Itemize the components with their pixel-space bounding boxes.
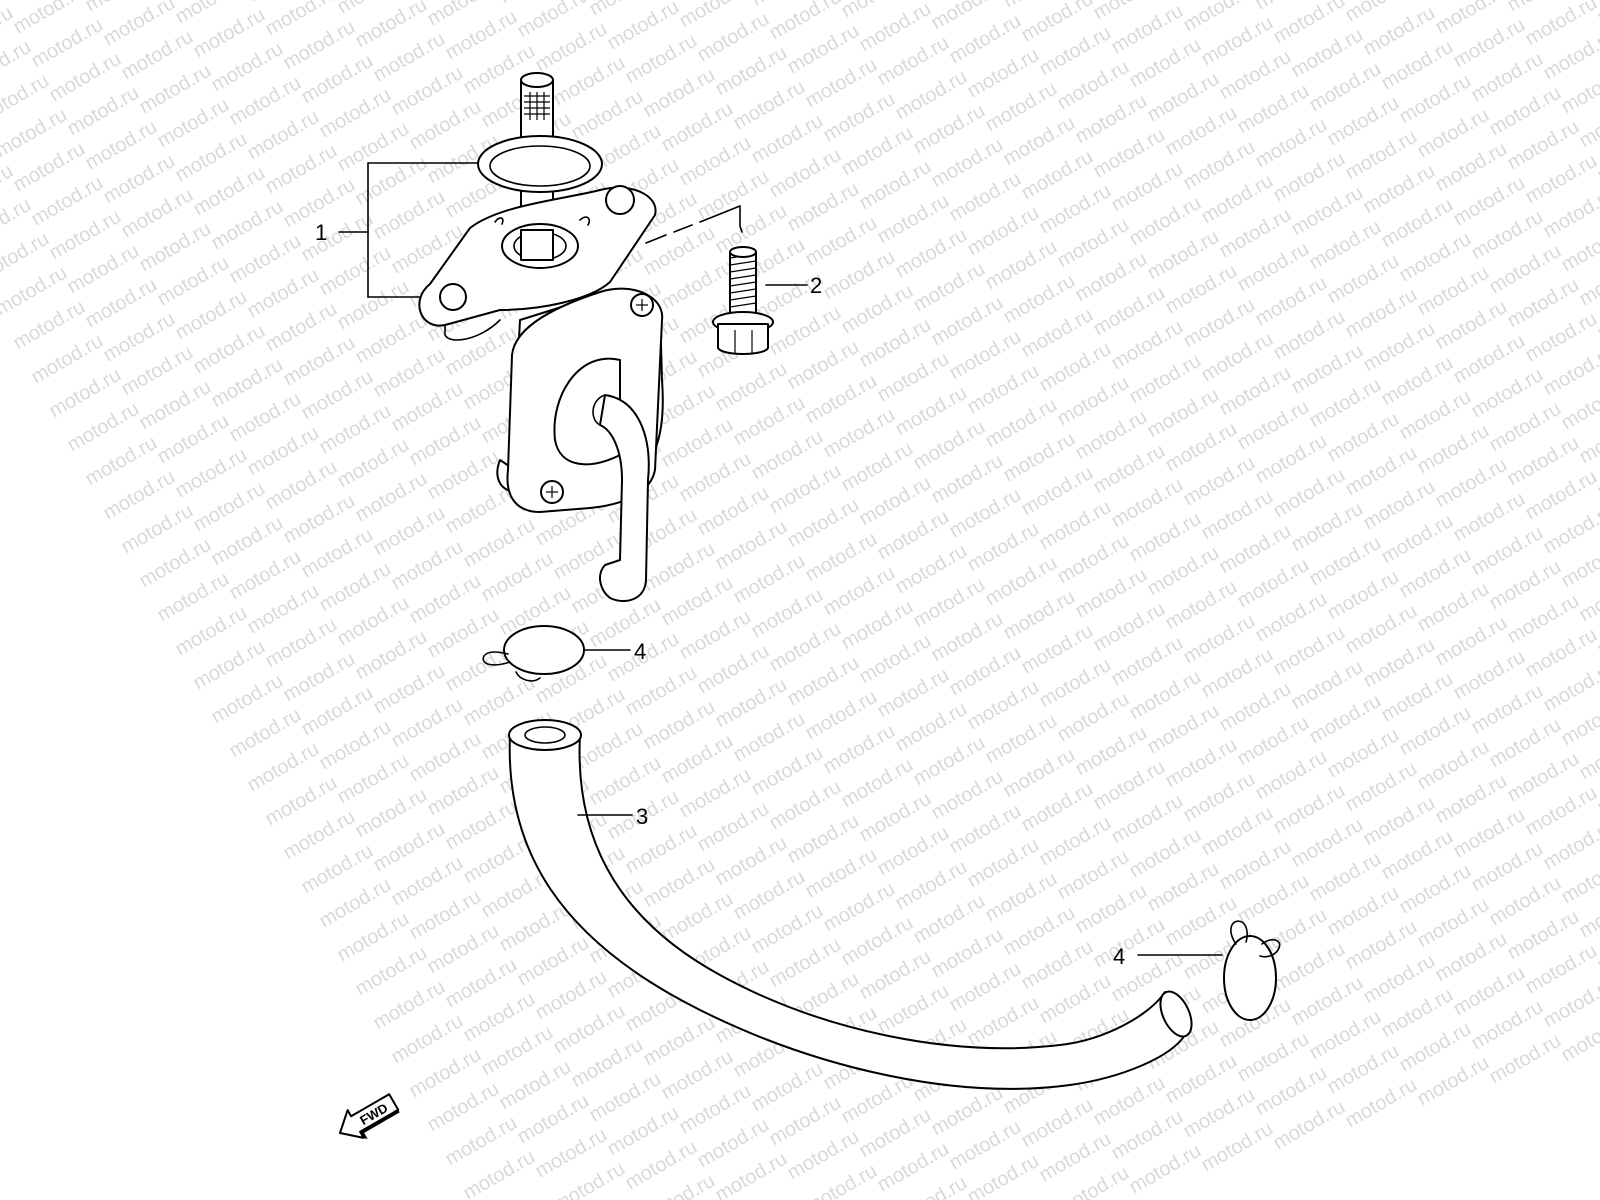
strainer-tube-base bbox=[520, 229, 554, 261]
valve-lever bbox=[598, 394, 650, 602]
fwd-arrow-icon bbox=[339, 1093, 400, 1139]
callout-2-number: 2 bbox=[810, 273, 822, 298]
hose-end-top bbox=[508, 719, 582, 751]
callout-1-bracket bbox=[338, 162, 479, 298]
flange-edge bbox=[444, 319, 501, 341]
callout-4a-number: 4 bbox=[634, 639, 646, 664]
bolt-head bbox=[717, 323, 769, 355]
callout-1-number: 1 bbox=[315, 220, 327, 245]
flange-bolt-hole-right bbox=[605, 185, 635, 215]
flange-clip-right bbox=[579, 216, 591, 226]
fuel-hose bbox=[508, 719, 1193, 1090]
callout-4b-number: 4 bbox=[1113, 944, 1125, 969]
fwd-direction-indicator: FWD bbox=[339, 1093, 400, 1139]
bolt-assembly-line bbox=[645, 205, 743, 244]
flange-clip-left bbox=[494, 217, 504, 225]
fuel-cock-assembly bbox=[418, 72, 664, 602]
fwd-arrow-shadow bbox=[344, 1109, 400, 1139]
strainer-tube-top bbox=[520, 72, 554, 88]
flange-bolt-hole-left bbox=[439, 283, 467, 311]
watermark-text: motod.ru bbox=[1594, 0, 1600, 28]
bolt-tip bbox=[729, 246, 757, 258]
hose-end-bottom bbox=[1159, 990, 1193, 1038]
hose-clip-lower bbox=[1223, 920, 1281, 1021]
o-ring bbox=[477, 135, 603, 193]
callout-3-number: 3 bbox=[636, 804, 648, 829]
valve-recess bbox=[553, 357, 621, 466]
hose-end-top-bore bbox=[524, 726, 566, 744]
lever-pivot bbox=[592, 394, 606, 426]
hose-clip-upper bbox=[482, 625, 585, 682]
o-ring-inner bbox=[489, 145, 591, 187]
bolt bbox=[712, 246, 774, 355]
